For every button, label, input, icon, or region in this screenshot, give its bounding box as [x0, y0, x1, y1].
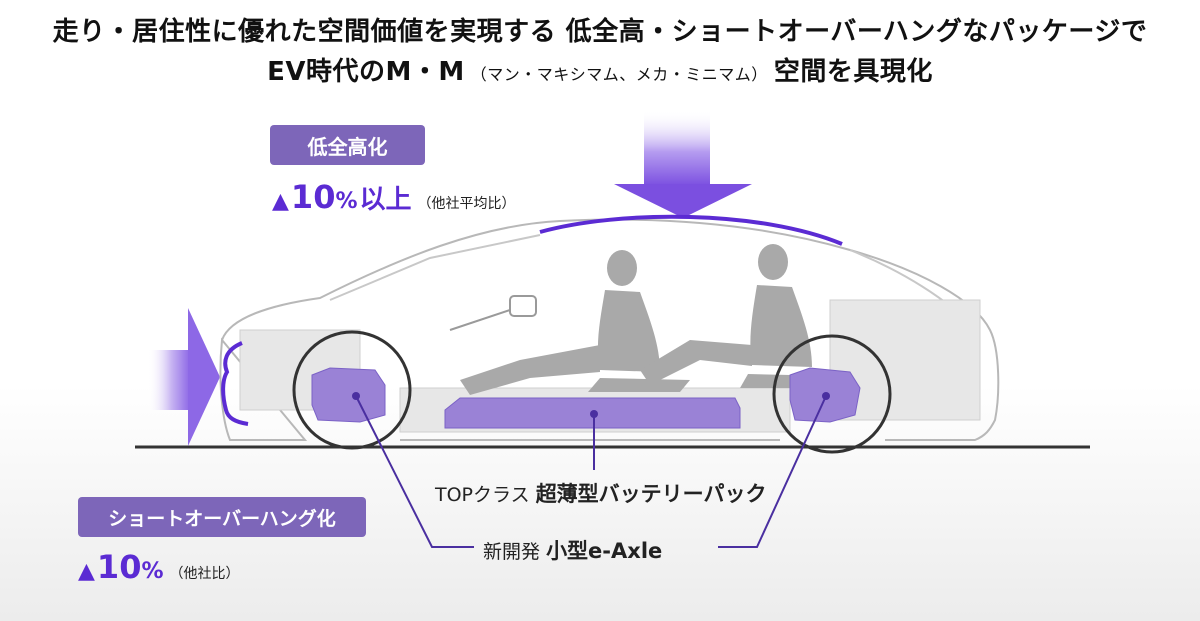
right-arrow-icon [148, 308, 220, 446]
stat-number: 10 [290, 178, 336, 216]
overhang-reduction-stat: ▲10% （他社比） [78, 548, 240, 586]
stat-unit: % [335, 189, 358, 214]
front-e-axle [311, 367, 386, 423]
page-title-line-1: 走り・居住性に優れた空間価値を実現する 低全高・ショートオーバーハングなパッケー… [52, 17, 1148, 47]
stat-unit: % [141, 559, 164, 584]
front-overhang-bracket [221, 341, 249, 426]
stat-note: （他社比） [169, 566, 240, 582]
leader-lines [355, 395, 827, 548]
stat-note: （他社平均比） [417, 196, 516, 212]
triangle-icon: ▲ [272, 189, 289, 214]
short-overhang-badge: ショートオーバーハング化 [78, 497, 366, 537]
stat-number: 10 [96, 548, 142, 586]
occupant-front [460, 250, 690, 395]
steering-wheel-icon [449, 295, 537, 331]
occupant-rear [640, 244, 835, 388]
battery-label-prefix: TOPクラス [435, 484, 530, 506]
triangle-icon: ▲ [78, 559, 95, 584]
e-axle-label: 新開発 小型e-Axle [483, 535, 662, 565]
low-height-badge: 低全高化 [270, 125, 425, 165]
down-arrow-icon [614, 110, 752, 218]
front-wheel-icon [292, 330, 412, 450]
axle-label-prefix: 新開発 [483, 541, 541, 563]
stat-extra: 以上 [359, 185, 412, 215]
roof-highlight [539, 214, 843, 246]
title-main: EV時代のM・M [267, 57, 465, 87]
axle-label-main: 小型e-Axle [546, 539, 663, 563]
rear-wheel-icon [772, 334, 892, 454]
height-reduction-stat: ▲10%以上 （他社平均比） [272, 178, 516, 216]
battery-label-main: 超薄型バッテリーパック [535, 482, 767, 506]
title-end: 空間を具現化 [773, 57, 933, 87]
battery-pack-label: TOPクラス 超薄型バッテリーパック [435, 478, 766, 508]
page-title-line-2: EV時代のM・M （マン・マキシマム、メカ・ミニマム） 空間を具現化 [0, 54, 1200, 93]
title-paren: （マン・マキシマム、メカ・ミニマム） [470, 65, 768, 84]
